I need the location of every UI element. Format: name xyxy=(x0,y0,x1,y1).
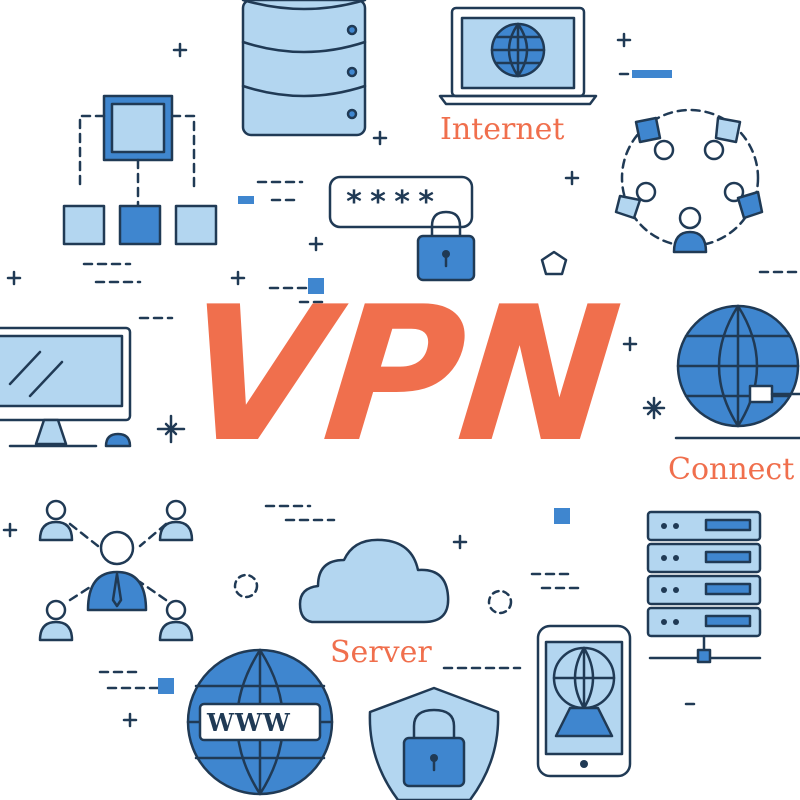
user-ring-icon xyxy=(614,108,764,254)
server-rack-icon xyxy=(646,510,762,664)
internet-label: Internet xyxy=(440,112,565,147)
pentagon-icon xyxy=(540,250,568,276)
desktop-monitor-icon xyxy=(0,326,132,448)
smartphone-globe-icon xyxy=(536,624,632,778)
vpn-title: VPN xyxy=(173,266,627,483)
globe-connect-icon xyxy=(674,304,800,440)
server-label: Server xyxy=(330,635,432,670)
user-network-icon xyxy=(38,499,194,642)
password-lock-icon xyxy=(328,175,476,282)
laptop-globe-icon xyxy=(438,6,598,106)
network-hierarchy-icon xyxy=(62,94,218,246)
database-icon xyxy=(241,0,367,137)
connect-label: Connect xyxy=(668,452,795,487)
www-label: WWW xyxy=(207,708,291,737)
www-globe-icon xyxy=(186,648,334,796)
cloud-icon xyxy=(298,538,450,624)
shield-lock-icon xyxy=(368,686,500,800)
password-mask: **** xyxy=(345,185,442,220)
decorative-accents xyxy=(2,32,800,728)
